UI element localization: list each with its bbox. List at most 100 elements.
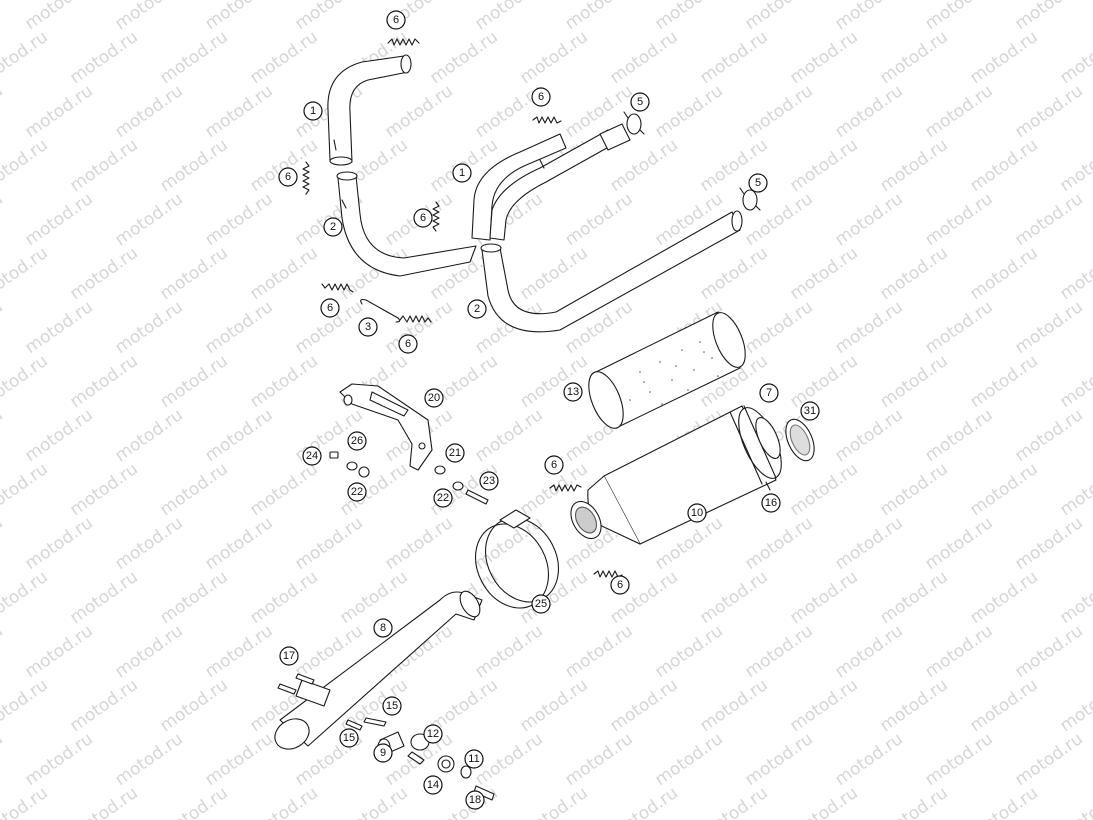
- watermark-text: motod.ru: [1056, 459, 1093, 520]
- watermark-text: motod.ru: [831, 513, 906, 574]
- watermark-text: motod.ru: [966, 567, 1041, 628]
- watermark-text: motod.ru: [21, 621, 96, 682]
- watermark-text: motod.ru: [156, 567, 231, 628]
- callout-7: 7: [759, 383, 779, 403]
- callout-13: 13: [563, 382, 583, 402]
- callout-24: 24: [302, 446, 322, 466]
- svg-text:6: 6: [393, 14, 399, 26]
- watermark-text: motod.ru: [876, 675, 951, 736]
- callout-5-upper: 5: [630, 92, 650, 112]
- watermark-text: motod.ru: [831, 81, 906, 142]
- watermark-text: motod.ru: [156, 135, 231, 196]
- screw-16: [766, 482, 770, 490]
- watermark-text: motod.ru: [21, 189, 96, 250]
- svg-text:6: 6: [551, 459, 557, 471]
- mounting-bracket: [340, 384, 432, 470]
- bracket-fasteners: [330, 452, 488, 504]
- watermark-text: motod.ru: [831, 297, 906, 358]
- watermark-text: motod.ru: [0, 729, 7, 790]
- callout-2-left: 2: [323, 217, 343, 237]
- svg-text:8: 8: [380, 622, 386, 634]
- spring-bottom-left: [322, 284, 353, 292]
- watermark-text: motod.ru: [651, 0, 726, 34]
- watermark-text: motod.ru: [21, 0, 96, 34]
- silencer-body: [588, 402, 790, 544]
- watermark-text: motod.ru: [21, 513, 96, 574]
- svg-text:2: 2: [474, 303, 480, 315]
- watermark-text: motod.ru: [66, 459, 141, 520]
- watermark-text: motod.ru: [0, 567, 52, 628]
- callout-1-right: 1: [452, 163, 472, 183]
- watermark-text: motod.ru: [201, 81, 276, 142]
- callout-6-left: 6: [278, 167, 298, 187]
- callout-20: 20: [424, 388, 444, 408]
- watermark-text: motod.ru: [516, 27, 591, 88]
- watermark-text: motod.ru: [246, 27, 321, 88]
- watermark-text: motod.ru: [741, 0, 816, 34]
- callout-15-lower: 15: [339, 728, 359, 748]
- watermark-text: motod.ru: [156, 243, 231, 304]
- header-pipe-lower-left: [337, 172, 476, 276]
- watermark-text: motod.ru: [201, 189, 276, 250]
- watermark-text: motod.ru: [921, 81, 996, 142]
- watermark-text: motod.ru: [111, 405, 186, 466]
- watermark-text: motod.ru: [246, 567, 321, 628]
- watermark-text: motod.ru: [561, 621, 636, 682]
- callout-12: 12: [423, 724, 443, 744]
- watermark-text: motod.ru: [156, 351, 231, 412]
- watermark-text: motod.ru: [696, 675, 771, 736]
- watermark-text: motod.ru: [1056, 783, 1093, 820]
- watermark-text: motod.ru: [516, 567, 591, 628]
- hook-rod: [361, 300, 400, 323]
- watermark-text: motod.ru: [0, 81, 7, 142]
- watermark-text: motod.ru: [831, 405, 906, 466]
- callout-5-lower: 5: [748, 173, 768, 193]
- watermark-text: motod.ru: [696, 27, 771, 88]
- spacer-washer: [461, 766, 471, 778]
- svg-text:14: 14: [427, 779, 439, 791]
- watermark-text: motod.ru: [0, 243, 52, 304]
- watermark-text: motod.ru: [201, 729, 276, 790]
- watermark-text: motod.ru: [966, 243, 1041, 304]
- callout-25: 25: [531, 594, 551, 614]
- watermark-text: motod.ru: [0, 459, 52, 520]
- watermark-text: motod.ru: [0, 297, 7, 358]
- watermark-text: motod.ru: [0, 27, 52, 88]
- watermark-text: motod.ru: [1056, 567, 1093, 628]
- watermark-text: motod.ru: [921, 405, 996, 466]
- svg-text:1: 1: [459, 167, 465, 179]
- watermark-text: motod.ru: [876, 783, 951, 820]
- watermark-text: motod.ru: [741, 729, 816, 790]
- watermark-text: motod.ru: [921, 621, 996, 682]
- watermark-text: motod.ru: [831, 621, 906, 682]
- svg-text:6: 6: [327, 302, 333, 314]
- watermark-text: motod.ru: [1011, 729, 1086, 790]
- watermark-text: motod.ru: [876, 27, 951, 88]
- watermark-text: motod.ru: [0, 0, 7, 34]
- watermark-text: motod.ru: [1011, 81, 1086, 142]
- svg-text:20: 20: [428, 392, 440, 404]
- watermark-text: motod.ru: [696, 783, 771, 820]
- svg-text:6: 6: [285, 171, 291, 183]
- watermark-text: motod.ru: [1011, 0, 1086, 34]
- watermark-text: motod.ru: [66, 567, 141, 628]
- watermark-text: motod.ru: [786, 567, 861, 628]
- svg-text:1: 1: [310, 105, 316, 117]
- watermark-text: motod.ru: [516, 243, 591, 304]
- silencer-packing: [582, 308, 752, 433]
- watermark-text: motod.ru: [516, 783, 591, 820]
- watermark-text: motod.ru: [381, 513, 456, 574]
- callout-18: 18: [465, 790, 485, 810]
- svg-text:24: 24: [306, 450, 318, 462]
- spring-silencer-bottom: [594, 571, 622, 577]
- callout-11: 11: [464, 749, 484, 769]
- watermark-text: motod.ru: [876, 567, 951, 628]
- watermark-text: motod.ru: [1011, 621, 1086, 682]
- watermark-text: motod.ru: [876, 351, 951, 412]
- watermark-text: motod.ru: [831, 0, 906, 34]
- svg-text:5: 5: [637, 96, 643, 108]
- watermark-text: motod.ru: [111, 0, 186, 34]
- callout-15-upper: 15: [382, 696, 402, 716]
- watermark-text: motod.ru: [291, 513, 366, 574]
- watermark-text: motod.ru: [741, 621, 816, 682]
